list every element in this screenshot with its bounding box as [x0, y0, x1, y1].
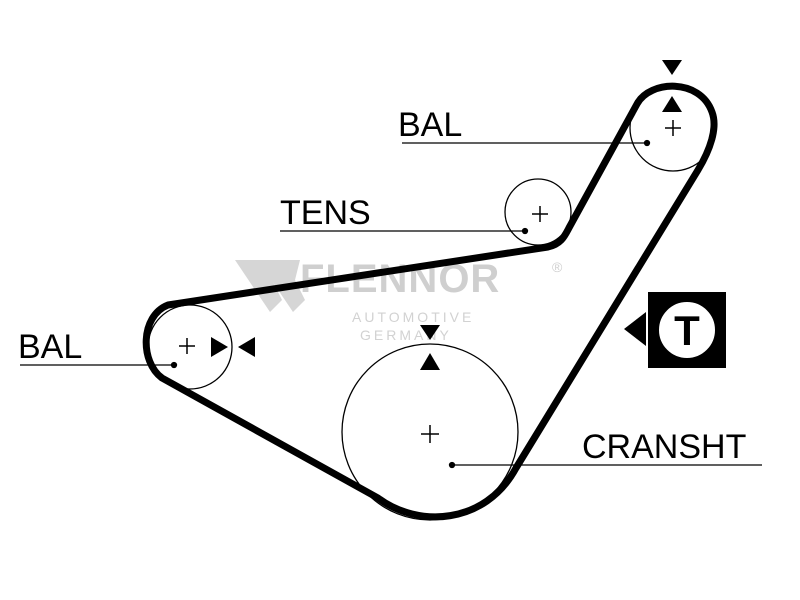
timing-mark-arrow-icon: [211, 337, 255, 357]
label-bal-top: BAL: [398, 106, 462, 144]
timing-badge-letter: T: [674, 307, 700, 354]
timing-belt: [142, 82, 718, 521]
timing-T-badge-icon: T: [624, 292, 726, 368]
label-crankshaft: CRANSHT: [582, 428, 746, 466]
timing-mark-arrow-icon: [662, 60, 682, 112]
label-bal-left: BAL: [18, 328, 82, 366]
watermark-tagline-1: AUTOMOTIVE: [352, 309, 474, 325]
watermark-registered: ®: [552, 259, 563, 275]
watermark-tagline-2: GERMANY: [360, 327, 452, 343]
timing-mark-arrow-icon: [420, 325, 440, 370]
pulley-centres: [179, 120, 681, 443]
label-tens: TENS: [280, 194, 371, 232]
